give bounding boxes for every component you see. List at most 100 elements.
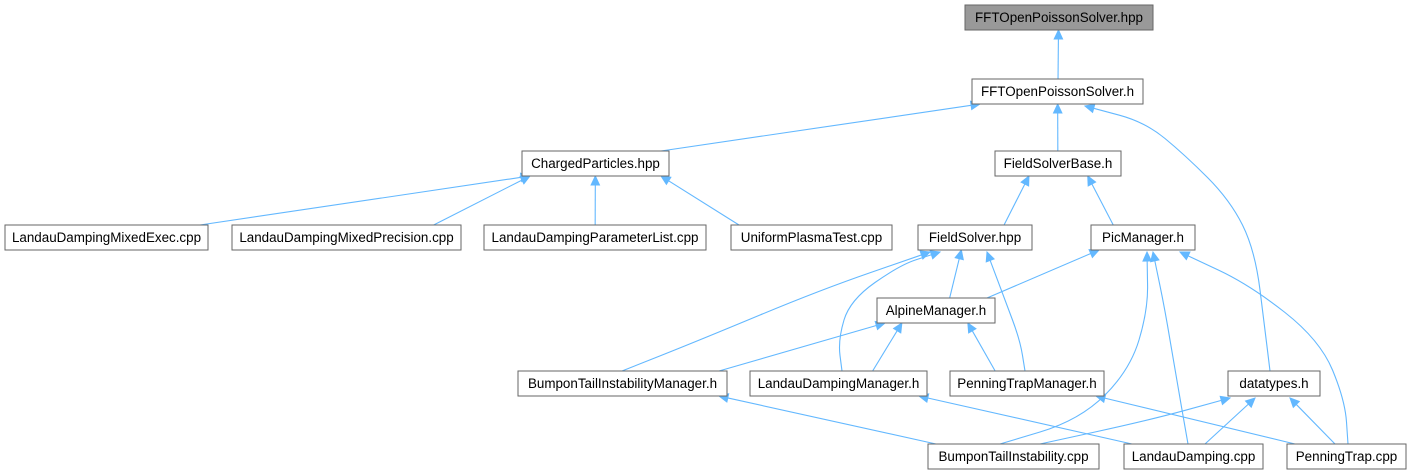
- edge-arrowhead: [967, 321, 977, 334]
- edge-arrowhead: [919, 250, 932, 260]
- edge-arrowhead: [1083, 103, 1096, 114]
- node-box: [876, 297, 996, 324]
- edge-line: [1039, 399, 1222, 445]
- node-label: FFTOpenPoissonSolver.hpp: [975, 10, 1143, 25]
- node-box: [231, 224, 462, 251]
- node-label: BumponTailInstabilityManager.h: [528, 376, 717, 391]
- node-box: [749, 370, 928, 397]
- edge-line: [838, 254, 932, 372]
- edge-line: [727, 397, 937, 445]
- node-label: PenningTrap.cpp: [1296, 449, 1398, 464]
- node-penningcpp[interactable]: PenningTrap.cpp: [1286, 443, 1407, 470]
- edge-line: [1204, 403, 1249, 445]
- edge-fieldsolver-to-fieldsolverbase: [1003, 174, 1030, 226]
- edge-uniformplasma-to-charged: [659, 175, 740, 226]
- edge-line: [949, 258, 960, 299]
- node-label: LandauDampingParameterList.cpp: [492, 230, 699, 245]
- edge-alpine-to-picmanager: [986, 249, 1101, 299]
- edge-arrowhead: [1087, 174, 1097, 187]
- edge-line: [989, 260, 1026, 372]
- edge-arrowhead: [659, 175, 672, 186]
- node-label: LandauDampingMixedPrecision.cpp: [239, 230, 453, 245]
- node-fftopen_hpp[interactable]: FFTOpenPoissonSolver.hpp: [964, 4, 1154, 31]
- edge-penningmgr-to-alpine: [967, 321, 996, 372]
- edge-ldmgr-to-fieldsolver: [838, 250, 942, 372]
- edge-datatypes-to-fftopen_h: [1083, 103, 1271, 372]
- node-box: [949, 370, 1105, 397]
- edge-arrowhead: [1178, 251, 1191, 261]
- nodes-layer: FFTOpenPoissonSolver.hppFFTOpenPoissonSo…: [4, 4, 1407, 470]
- edge-arrowhead: [1289, 397, 1301, 409]
- node-label: UniformPlasmaTest.cpp: [741, 230, 882, 245]
- edge-arrowhead: [1053, 28, 1064, 40]
- edge-arrowhead: [1088, 249, 1101, 259]
- node-fieldsolverbase[interactable]: FieldSolverBase.h: [994, 150, 1122, 177]
- node-charged[interactable]: ChargedParticles.hpp: [521, 150, 670, 177]
- node-alpine[interactable]: AlpineManager.h: [876, 297, 996, 324]
- node-ldparamlist[interactable]: LandauDampingParameterList.cpp: [483, 224, 707, 251]
- edge-line: [668, 180, 740, 226]
- node-label: AlpineManager.h: [886, 303, 987, 318]
- edge-ldcpp-to-datatypes: [1204, 397, 1256, 445]
- edge-arrowhead: [519, 175, 532, 185]
- node-ldmgr[interactable]: LandauDampingManager.h: [749, 370, 928, 397]
- edge-fftopen_h-to-fftopen_hpp: [1053, 28, 1064, 80]
- node-box: [517, 370, 728, 397]
- edge-charged-to-fftopen_h: [660, 100, 982, 152]
- node-fieldsolver[interactable]: FieldSolver.hpp: [917, 224, 1033, 251]
- edge-line: [872, 330, 898, 372]
- node-box: [964, 4, 1154, 31]
- edge-line: [199, 176, 522, 226]
- edge-arrowhead: [1219, 395, 1232, 406]
- node-label: ChargedParticles.hpp: [531, 156, 660, 171]
- edge-line: [1104, 397, 1296, 445]
- node-ldmixedprec[interactable]: LandauDampingMixedPrecision.cpp: [231, 224, 462, 251]
- node-box: [1123, 443, 1264, 470]
- node-bumpmgr[interactable]: BumponTailInstabilityManager.h: [517, 370, 728, 397]
- edge-ldcpp-to-picmanager: [1150, 250, 1189, 445]
- edge-arrowhead: [1142, 250, 1153, 262]
- edge-penningcpp-to-datatypes: [1289, 397, 1336, 445]
- node-box: [1227, 370, 1321, 397]
- node-box: [1286, 443, 1407, 470]
- node-picmanager[interactable]: PicManager.h: [1090, 224, 1196, 251]
- edge-line: [1295, 404, 1336, 445]
- node-fftopen_h[interactable]: FFTOpenPoissonSolver.h: [971, 78, 1144, 105]
- node-box: [4, 224, 209, 251]
- edge-bumpcpp-to-datatypes: [1039, 395, 1232, 445]
- edge-line: [1154, 260, 1189, 445]
- node-penningmgr[interactable]: PenningTrapManager.h: [949, 370, 1105, 397]
- edge-arrowhead: [1150, 250, 1160, 263]
- edge-arrowhead: [1244, 397, 1256, 409]
- node-box: [730, 224, 893, 251]
- node-label: LandauDampingManager.h: [758, 376, 920, 391]
- node-label: BumponTailInstability.cpp: [938, 449, 1088, 464]
- node-uniformplasma[interactable]: UniformPlasmaTest.cpp: [730, 224, 893, 251]
- edge-bumpmgr-to-fieldsolver: [621, 250, 932, 372]
- node-ldmixedexec[interactable]: LandauDampingMixedExec.cpp: [4, 224, 209, 251]
- node-label: FFTOpenPoissonSolver.h: [981, 84, 1134, 99]
- edge-line: [1093, 107, 1271, 372]
- edge-arrowhead: [1052, 102, 1063, 114]
- node-ldcpp[interactable]: LandauDamping.cpp: [1123, 443, 1264, 470]
- edge-bumpcpp-to-picmanager: [999, 250, 1153, 445]
- edge-line: [1187, 255, 1349, 445]
- node-bumpcpp[interactable]: BumponTailInstability.cpp: [927, 443, 1100, 470]
- node-label: FieldSolverBase.h: [1004, 156, 1113, 171]
- node-label: LandauDampingMixedExec.cpp: [12, 230, 201, 245]
- edge-arrowhead: [985, 250, 996, 263]
- edge-bumpcpp-to-bumpmgr: [717, 393, 937, 445]
- edge-line: [433, 179, 523, 226]
- node-datatypes[interactable]: datatypes.h: [1227, 370, 1321, 397]
- edge-alpine-to-fieldsolver: [949, 248, 964, 299]
- node-label: PenningTrapManager.h: [957, 376, 1096, 391]
- edge-arrowhead: [929, 250, 942, 260]
- edge-penningcpp-to-penningmgr: [1094, 393, 1296, 445]
- edge-line: [927, 397, 1133, 445]
- edge-ldmgr-to-alpine: [872, 321, 903, 372]
- edge-line: [971, 330, 996, 372]
- node-label: datatypes.h: [1239, 376, 1308, 391]
- node-box: [971, 78, 1144, 105]
- node-box: [521, 150, 670, 177]
